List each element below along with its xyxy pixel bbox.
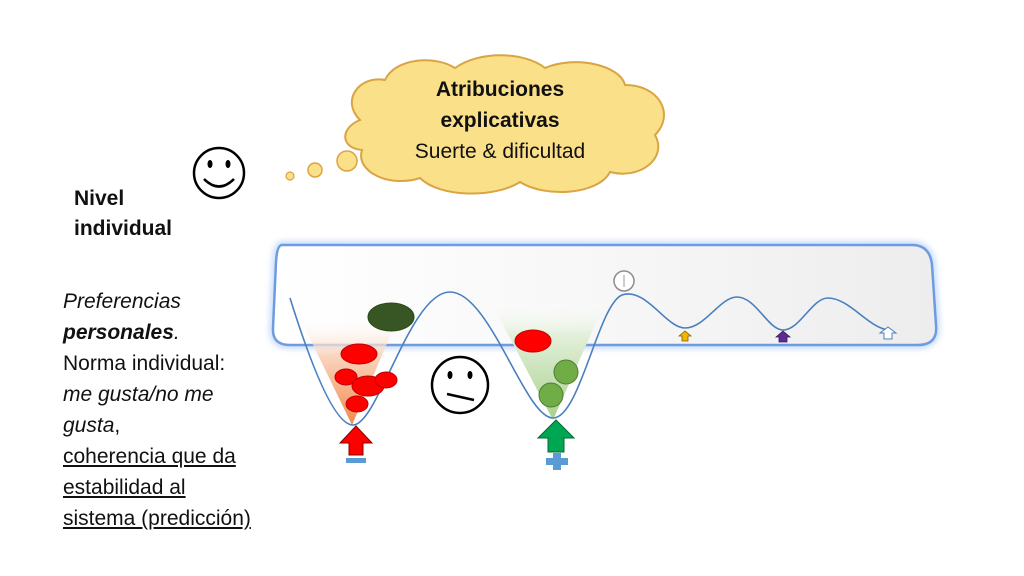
neutral-face-icon xyxy=(430,355,490,415)
description-line2: personales. xyxy=(63,317,278,348)
thought-cloud xyxy=(285,54,665,195)
cloud-subtitle: Suerte & dificultad xyxy=(414,140,586,163)
small-purple-arrow-icon xyxy=(774,330,792,343)
green-ball xyxy=(553,359,579,385)
description-line1: Preferencias xyxy=(63,290,181,313)
landscape-curve xyxy=(289,291,891,426)
red-ball xyxy=(374,371,398,389)
description-bold-word: personales xyxy=(63,321,174,344)
description-line2-suffix: . xyxy=(173,321,180,344)
cloud-title-line1: Atribuciones xyxy=(435,78,565,101)
minus-icon xyxy=(346,458,366,463)
cloud-title-line2: explicativas xyxy=(440,109,560,132)
level-label-line2: individual xyxy=(74,217,173,240)
level-label-line1: Nivel xyxy=(74,187,125,210)
description-line8: sistema (predicción) xyxy=(63,507,251,530)
smiling-face-icon xyxy=(192,146,246,200)
green-up-arrow-icon xyxy=(536,419,576,453)
plus-icon xyxy=(546,453,568,470)
green-ball xyxy=(538,382,564,408)
red-up-arrow-icon xyxy=(338,425,374,456)
dark-green-ball xyxy=(367,302,415,332)
small-blue-arrow-icon xyxy=(878,326,898,340)
red-ball xyxy=(345,395,369,413)
description-line3: Norma individual: xyxy=(63,352,226,375)
description-line7: estabilidad al xyxy=(63,476,186,499)
description-line6: coherencia que da xyxy=(63,445,236,468)
red-ball xyxy=(340,343,378,365)
red-ball xyxy=(334,368,358,386)
description-line5-italic: gusta xyxy=(63,414,115,437)
red-ball xyxy=(514,329,552,353)
description-line4: me gusta/no me xyxy=(63,383,214,406)
description-text: Preferencias personales. Norma individua… xyxy=(63,286,278,534)
description-line5: gusta, xyxy=(63,410,278,441)
landscape-frame xyxy=(268,241,941,349)
thought-cloud-text: Atribuciones explicativas Suerte & dific… xyxy=(380,74,620,167)
level-label: Nivel individual xyxy=(74,184,214,244)
green-well-shading xyxy=(490,300,606,420)
small-orange-arrow-icon xyxy=(677,330,693,342)
description-line5-suffix: , xyxy=(114,414,121,437)
